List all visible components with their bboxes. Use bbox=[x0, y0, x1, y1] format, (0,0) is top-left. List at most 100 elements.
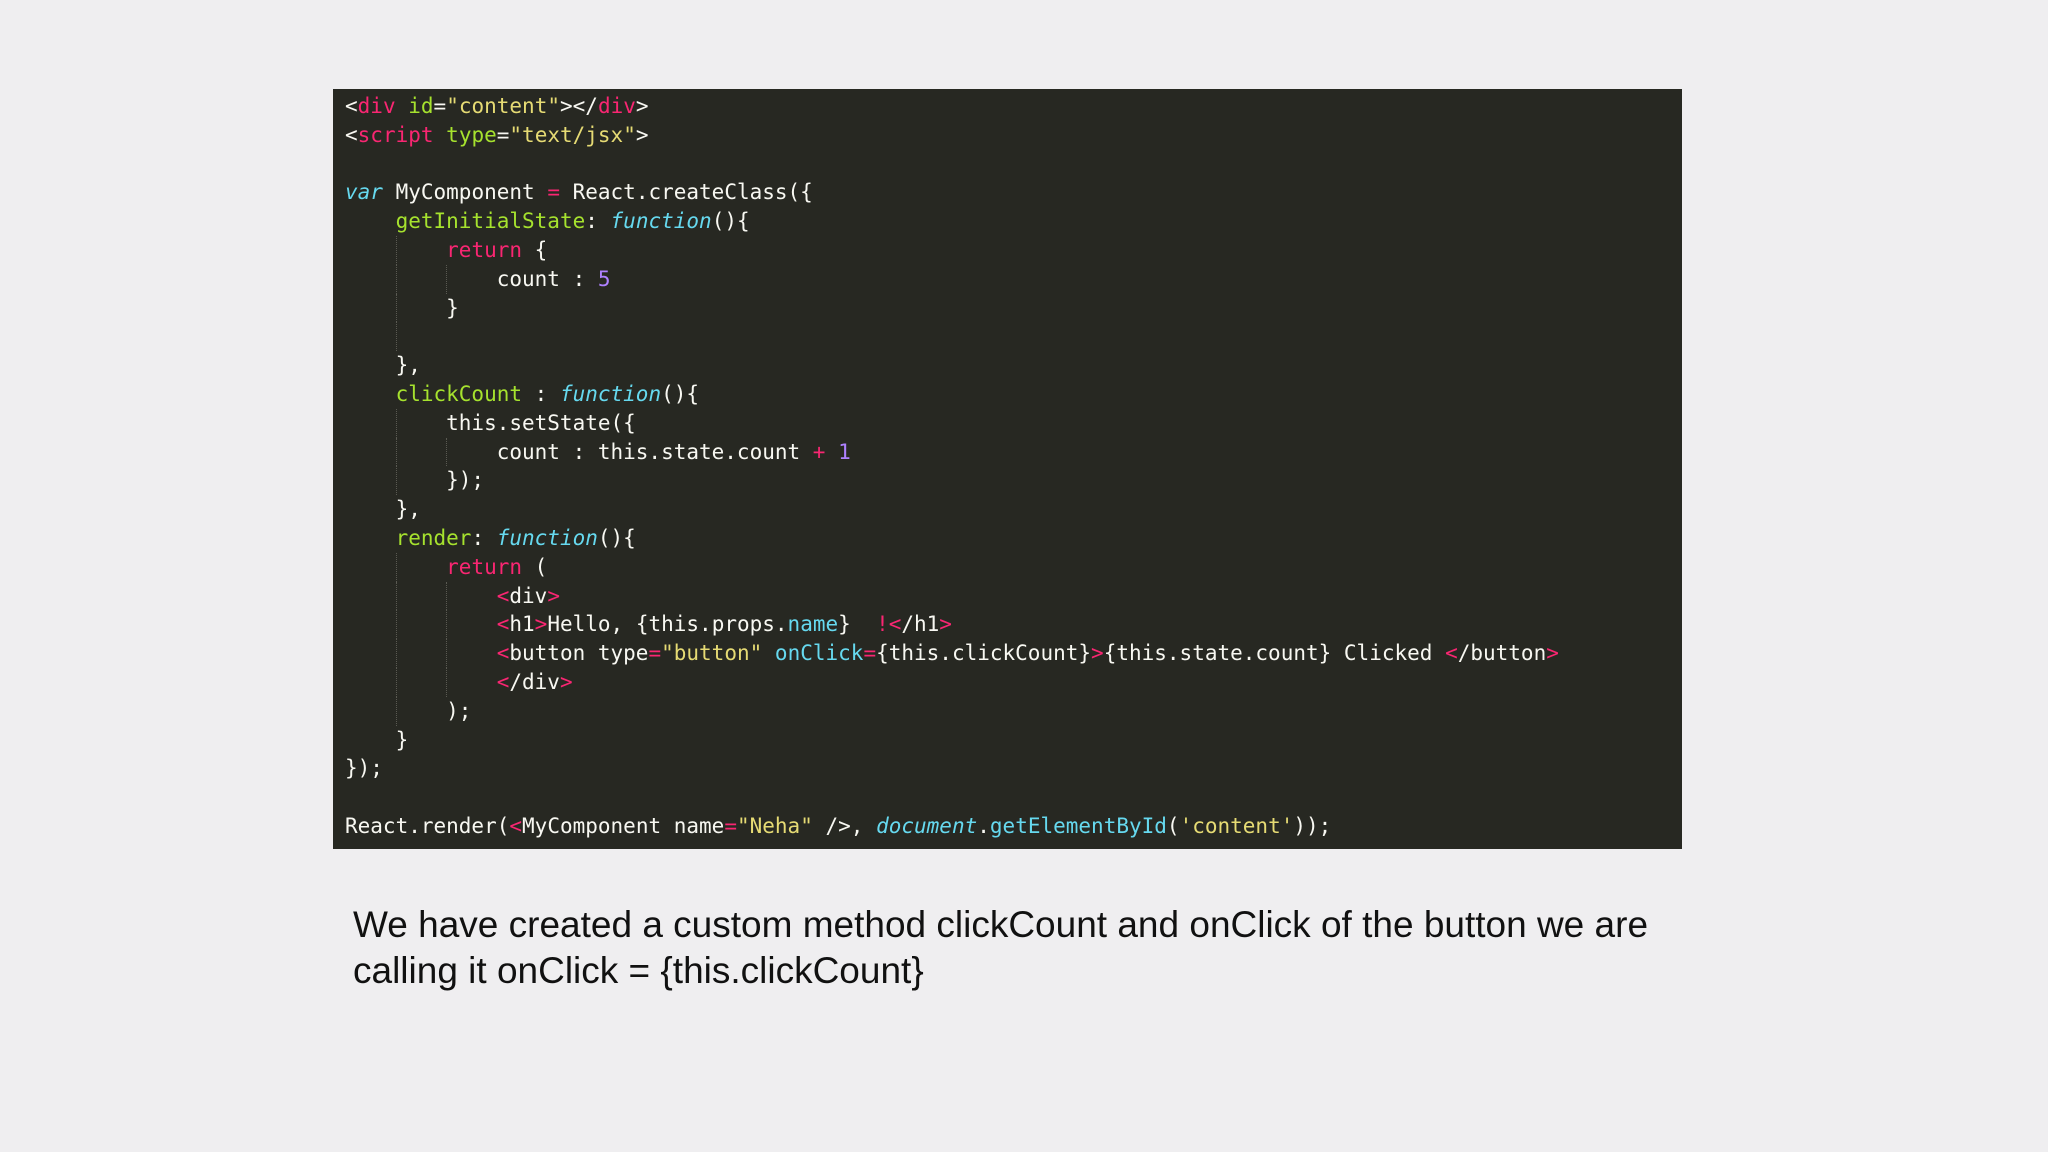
code-line: ); bbox=[345, 696, 1559, 726]
indent-guide bbox=[395, 552, 397, 582]
code-token bbox=[345, 584, 497, 608]
code-token: ( bbox=[522, 554, 548, 579]
code-line: React.render(<MyComponent name="Neha" />… bbox=[345, 812, 1559, 841]
code-token: }); bbox=[345, 468, 485, 493]
indent-guide bbox=[446, 610, 448, 640]
code-line: <div> bbox=[345, 581, 1559, 611]
code-token: (){ bbox=[661, 381, 700, 406]
code-token: function bbox=[496, 525, 598, 550]
code-token: < bbox=[345, 94, 358, 118]
code-token bbox=[825, 440, 838, 464]
code-token: { bbox=[522, 237, 548, 262]
code-token: < bbox=[496, 612, 510, 637]
indent-guide bbox=[446, 667, 448, 697]
code-token: MyComponent bbox=[382, 180, 548, 205]
code-token bbox=[345, 670, 497, 694]
code-token: < bbox=[496, 669, 510, 694]
code-token: }, bbox=[345, 353, 421, 378]
code-token: React.render( bbox=[345, 813, 510, 838]
code-token: = bbox=[863, 641, 877, 666]
code-token: onClick bbox=[774, 641, 864, 666]
code-token bbox=[863, 814, 876, 838]
code-line: }); bbox=[345, 754, 1559, 783]
code-token: > bbox=[635, 122, 649, 147]
code-token: } bbox=[345, 727, 409, 752]
code-token: } bbox=[345, 295, 459, 320]
code-token: = bbox=[547, 180, 560, 205]
code-token: count : bbox=[345, 266, 598, 291]
code-token: }, bbox=[345, 497, 421, 522]
code-line: }, bbox=[345, 495, 1559, 524]
indent-guide bbox=[446, 639, 448, 668]
code-token: (){ bbox=[597, 525, 636, 550]
code-token: > bbox=[559, 669, 573, 694]
indent-guide bbox=[395, 667, 397, 697]
code-token: ( bbox=[1166, 813, 1180, 838]
code-token: button type bbox=[509, 641, 649, 666]
code-line: getInitialState: function(){ bbox=[345, 207, 1559, 236]
code-line: return { bbox=[345, 235, 1559, 265]
code-block: <div id="content"></div><script type="te… bbox=[345, 92, 1559, 841]
code-token: function bbox=[610, 209, 712, 234]
code-line: }); bbox=[345, 466, 1559, 496]
indent-guide bbox=[395, 408, 397, 438]
code-token: MyComponent name bbox=[522, 813, 725, 838]
code-token: "button" bbox=[661, 641, 763, 666]
code-token: = bbox=[648, 641, 662, 666]
code-token: = bbox=[433, 94, 447, 118]
code-token: = bbox=[496, 122, 510, 147]
code-line: clickCount : function(){ bbox=[345, 380, 1559, 409]
code-token: type bbox=[446, 122, 497, 147]
code-line: <div id="content"></div> bbox=[345, 92, 1559, 121]
code-token bbox=[345, 382, 396, 406]
code-line: }, bbox=[345, 351, 1559, 380]
code-line: <h1>Hello, {this.props.name} !</h1> bbox=[345, 610, 1559, 640]
indent-guide bbox=[395, 437, 397, 467]
code-token: /> bbox=[812, 813, 851, 838]
code-token: render bbox=[395, 525, 472, 550]
code-token: /div bbox=[509, 669, 560, 694]
code-token: > bbox=[939, 612, 952, 637]
indent-guide bbox=[395, 581, 397, 611]
code-token: return bbox=[446, 554, 523, 579]
code-token: "Neha" bbox=[736, 813, 813, 838]
code-token bbox=[345, 641, 497, 665]
code-line: var MyComponent = React.createClass({ bbox=[345, 178, 1559, 207]
code-line: count : this.state.count + 1 bbox=[345, 437, 1559, 467]
code-token: !< bbox=[876, 612, 902, 637]
code-token: document bbox=[876, 813, 978, 838]
code-line: </div> bbox=[345, 667, 1559, 697]
code-token: this.setState({ bbox=[345, 410, 636, 435]
code-token: . bbox=[977, 813, 990, 838]
code-token: } bbox=[838, 612, 877, 637]
code-token bbox=[434, 123, 447, 147]
code-token: )); bbox=[1293, 813, 1332, 838]
code-token: > bbox=[547, 583, 560, 608]
indent-guide bbox=[395, 696, 397, 726]
code-token: getInitialState bbox=[395, 209, 586, 234]
code-token: div bbox=[357, 94, 396, 118]
code-token: 'content' bbox=[1179, 813, 1294, 838]
code-line: render: function(){ bbox=[345, 524, 1559, 553]
code-token: name bbox=[787, 612, 839, 637]
code-line: <script type="text/jsx"> bbox=[345, 121, 1559, 150]
code-token: > bbox=[1091, 641, 1104, 666]
code-token: div bbox=[509, 583, 548, 608]
code-line: this.setState({ bbox=[345, 408, 1559, 438]
code-token: /h1 bbox=[901, 612, 940, 637]
code-token: function bbox=[559, 381, 662, 406]
code-token: {this.clickCount} bbox=[876, 641, 1092, 666]
code-token bbox=[345, 612, 497, 636]
code-token: Hello, {this.props. bbox=[547, 612, 788, 637]
code-token: > bbox=[635, 94, 649, 118]
code-token: ></ bbox=[560, 94, 598, 118]
code-token: (){ bbox=[711, 209, 750, 234]
code-line bbox=[345, 783, 1559, 812]
code-token: React.createClass({ bbox=[559, 180, 813, 205]
code-line: } bbox=[345, 293, 1559, 323]
code-token: var bbox=[345, 180, 383, 205]
indent-guide bbox=[446, 437, 448, 467]
code-token: < bbox=[496, 641, 510, 666]
code-token bbox=[762, 641, 775, 665]
